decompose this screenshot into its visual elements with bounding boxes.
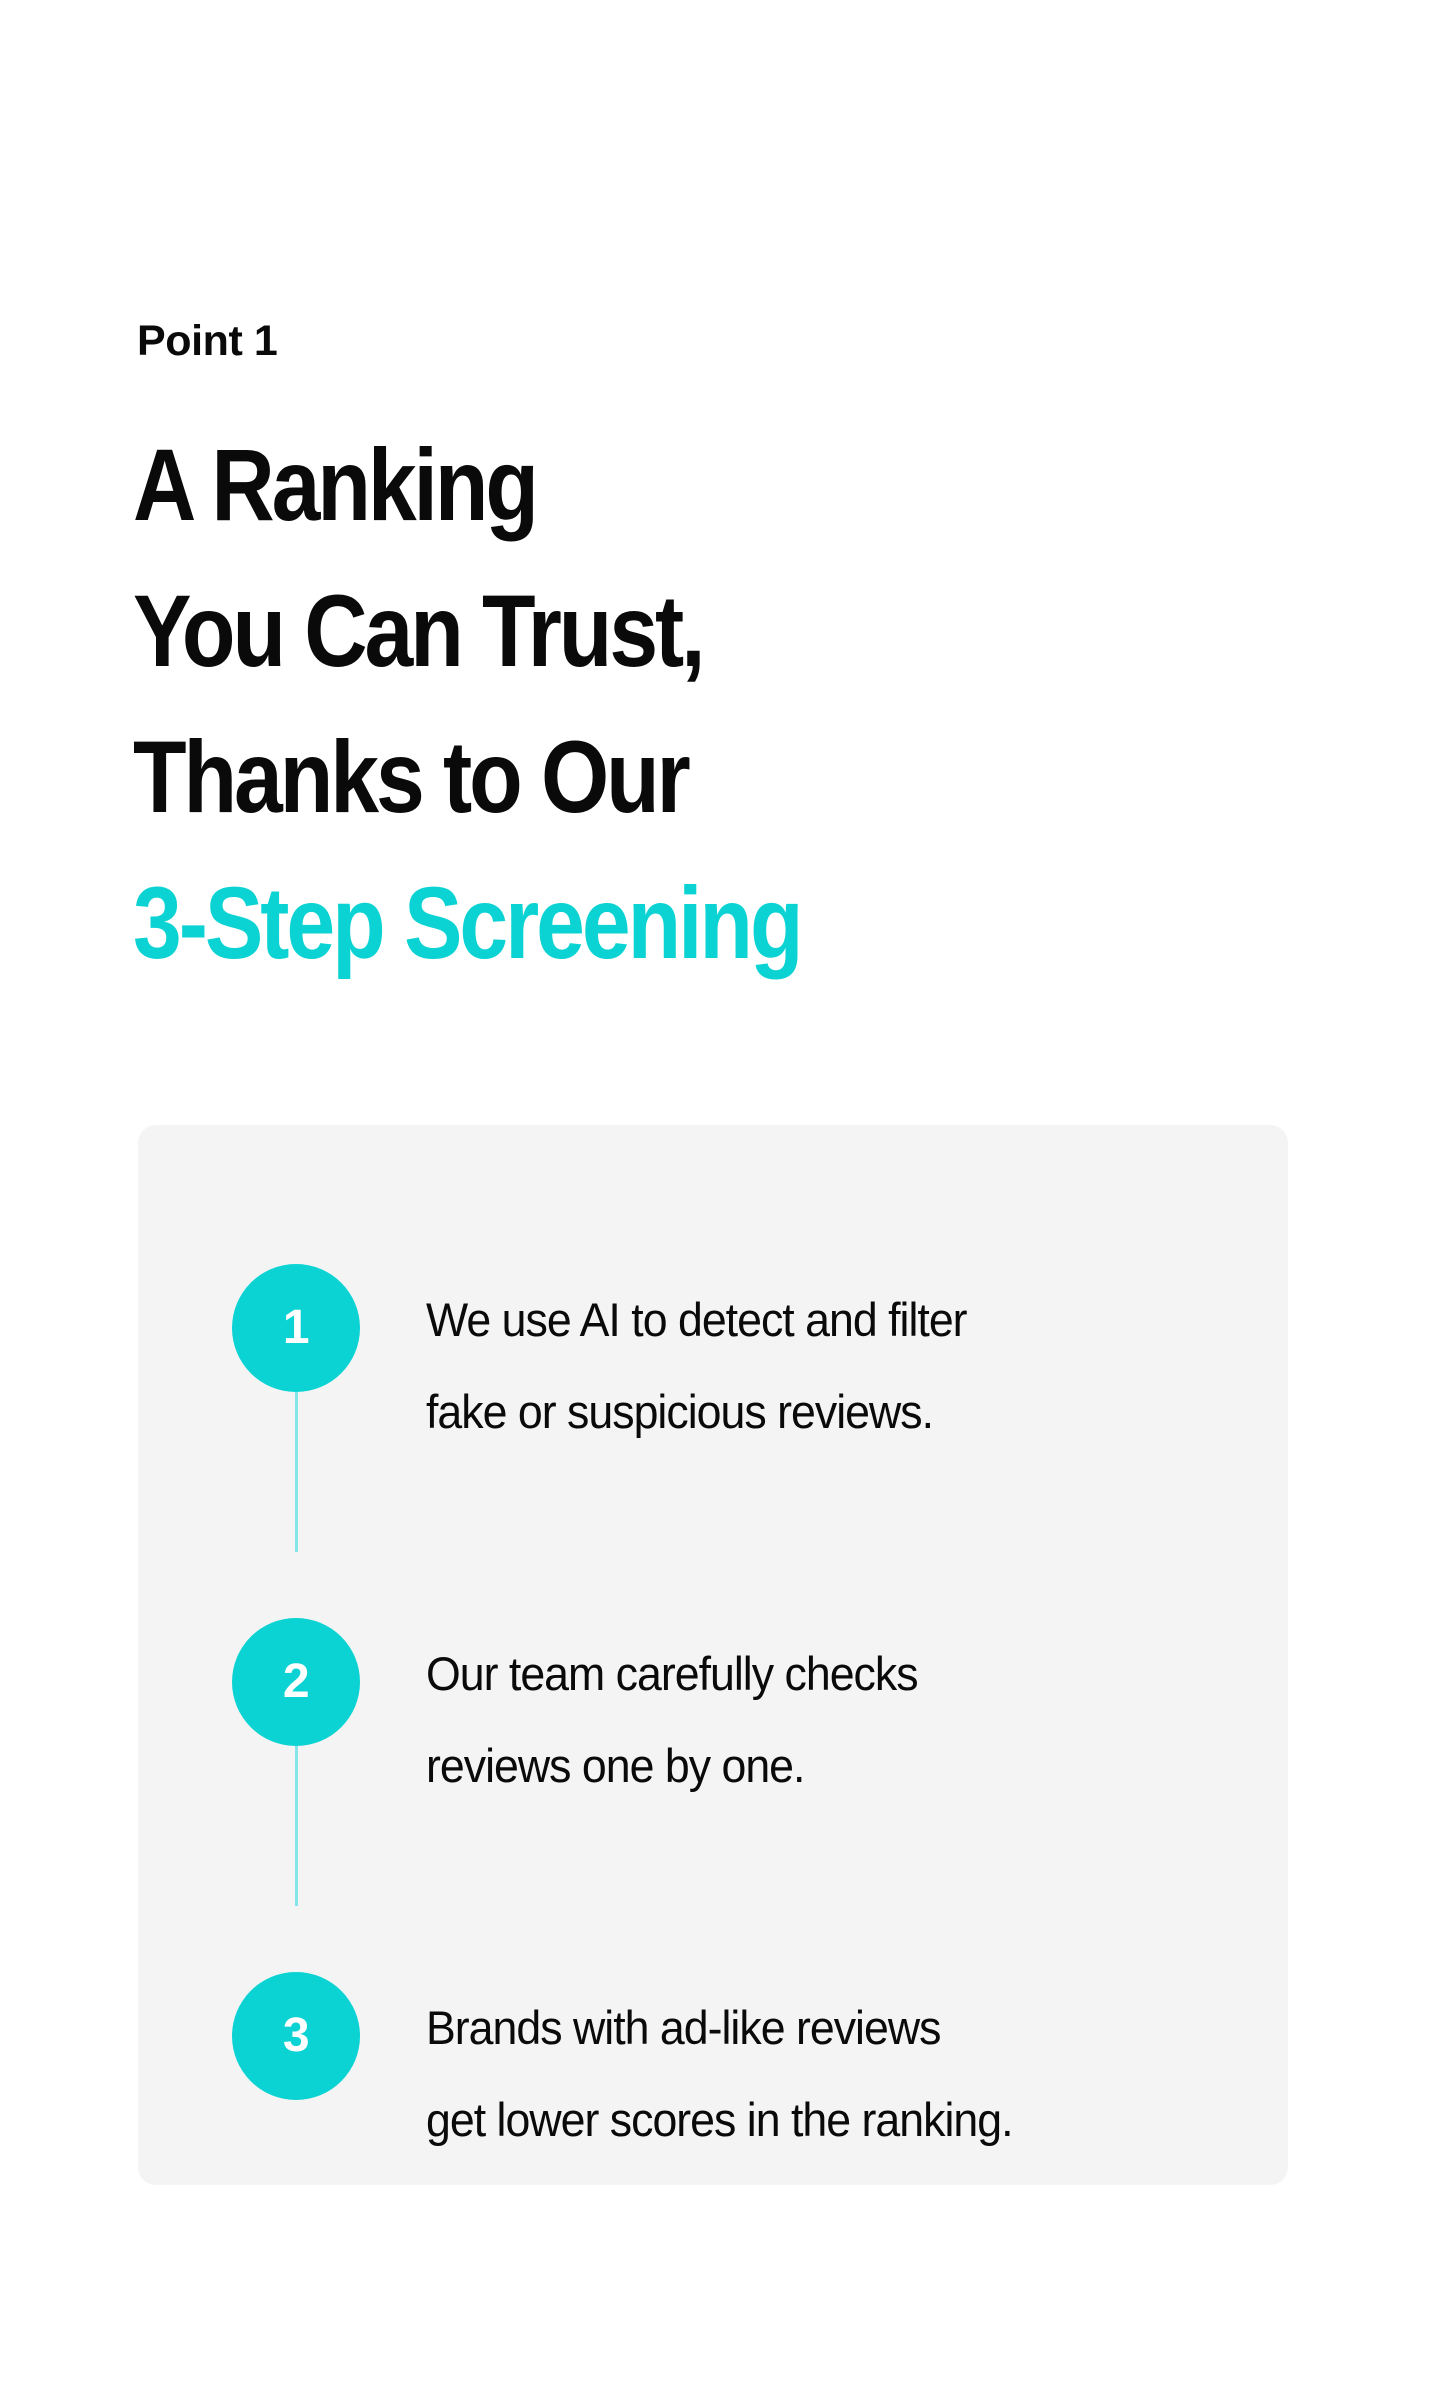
step-description-line: Brands with ad-like reviews <box>426 2001 941 2054</box>
step-description-line: get lower scores in the ranking. <box>426 2093 1014 2146</box>
steps-list: 1 We use AI to detect and filter fake or… <box>138 1264 1288 2166</box>
headline-line-3: Thanks to Our <box>133 720 691 834</box>
page-title: A Ranking You Can Trust, Thanks to Our 3… <box>133 412 1313 996</box>
list-item: 1 We use AI to detect and filter fake or… <box>138 1264 1288 1552</box>
step-description: Brands with ad-like reviews get lower sc… <box>426 1972 1014 2166</box>
step-description: We use AI to detect and filter fake or s… <box>426 1264 968 1458</box>
step-number-badge: 3 <box>232 1972 360 2100</box>
step-description-line: reviews one by one. <box>426 1739 805 1792</box>
step-description-line: fake or suspicious reviews. <box>426 1385 934 1438</box>
step-connector-line <box>295 1746 298 1906</box>
step-description-line: We use AI to detect and filter <box>426 1293 968 1346</box>
headline-line-4-accent: 3-Step Screening <box>133 866 804 980</box>
step-number-badge: 1 <box>232 1264 360 1392</box>
headline-line-1: A Ranking <box>133 428 539 542</box>
list-item: 2 Our team carefully checks reviews one … <box>138 1618 1288 1906</box>
steps-card: 1 We use AI to detect and filter fake or… <box>138 1125 1288 2185</box>
step-connector-line <box>295 1392 298 1552</box>
step-description-line: Our team carefully checks <box>426 1647 919 1700</box>
section-eyebrow: Point 1 <box>137 317 278 365</box>
headline-line-2: You Can Trust, <box>133 574 706 688</box>
step-number-badge: 2 <box>232 1618 360 1746</box>
step-description: Our team carefully checks reviews one by… <box>426 1618 919 1812</box>
list-item: 3 Brands with ad-like reviews get lower … <box>138 1972 1288 2166</box>
